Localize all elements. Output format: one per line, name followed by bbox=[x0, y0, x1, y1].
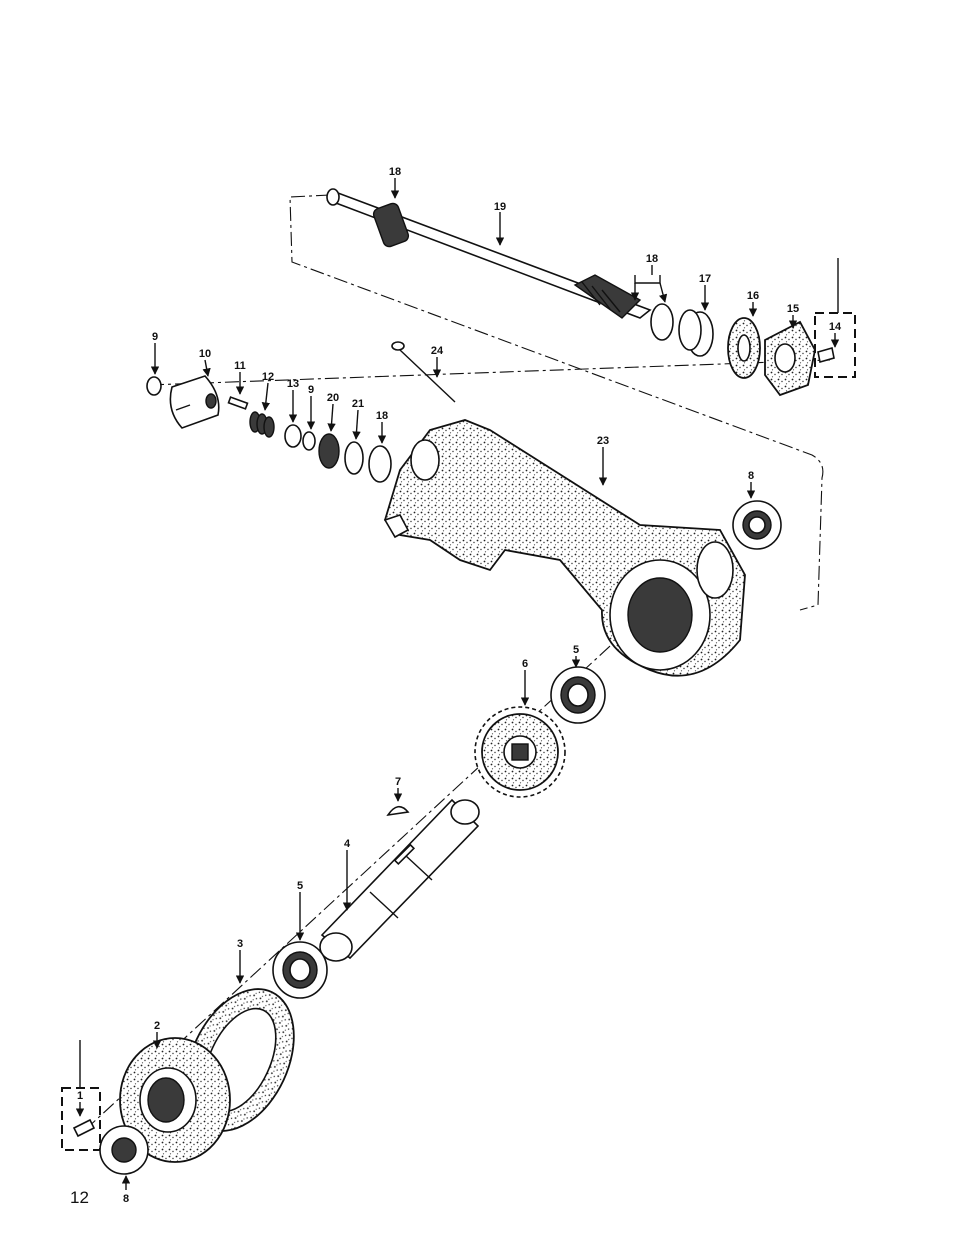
callout-8-bottom: 8 bbox=[123, 1193, 129, 1205]
worm-shaft bbox=[327, 189, 650, 318]
callout-10: 10 bbox=[199, 348, 211, 360]
gasket-16-hole bbox=[738, 335, 750, 361]
key-7 bbox=[388, 807, 408, 815]
snap-ring-9b bbox=[303, 432, 315, 450]
callout-2: 2 bbox=[154, 1020, 160, 1032]
callout-18-right: 18 bbox=[646, 253, 658, 265]
bearing-race-18b bbox=[369, 446, 391, 482]
bearing-8-right bbox=[733, 501, 781, 549]
callout-21: 21 bbox=[352, 398, 364, 410]
callout-18-left: 18 bbox=[376, 410, 388, 422]
shaft-4 bbox=[320, 800, 479, 961]
page-number: 12 bbox=[70, 1188, 89, 1207]
callout-24: 24 bbox=[431, 345, 444, 357]
seal-8-bottom bbox=[100, 1126, 148, 1174]
callout-3: 3 bbox=[237, 938, 243, 950]
callout-7: 7 bbox=[395, 776, 401, 788]
end-cap-15 bbox=[765, 322, 815, 395]
callout-4: 4 bbox=[344, 838, 351, 850]
callout-23: 23 bbox=[597, 435, 609, 447]
screw-14 bbox=[815, 258, 855, 377]
callout-17: 17 bbox=[699, 273, 711, 285]
dipstick-24 bbox=[392, 342, 455, 402]
callout-12: 12 bbox=[262, 371, 274, 383]
gear-6 bbox=[475, 707, 565, 797]
callout-19: 19 bbox=[494, 201, 506, 213]
snap-ring-9 bbox=[147, 377, 161, 395]
callout-15: 15 bbox=[787, 303, 799, 315]
callout-14: 14 bbox=[829, 321, 842, 333]
bearing-5-low bbox=[273, 942, 327, 998]
bearing-18-top bbox=[372, 202, 410, 248]
callout-13: 13 bbox=[287, 378, 299, 390]
callout-16: 16 bbox=[747, 290, 759, 302]
callout-9-right: 9 bbox=[308, 384, 314, 396]
spring-17-coil bbox=[679, 310, 701, 350]
snap-ring-21 bbox=[345, 442, 363, 474]
callout-leaders bbox=[80, 178, 835, 1190]
callout-18-top: 18 bbox=[389, 166, 401, 178]
callout-9-left: 9 bbox=[152, 331, 158, 343]
callout-5-low: 5 bbox=[297, 880, 303, 892]
callout-6: 6 bbox=[522, 658, 528, 670]
pin-11 bbox=[229, 397, 248, 409]
upper-axis-line bbox=[150, 360, 830, 385]
callout-20: 20 bbox=[327, 392, 339, 404]
bearing-20 bbox=[319, 434, 339, 468]
spring-12 bbox=[250, 412, 274, 437]
callout-5-mid: 5 bbox=[573, 644, 579, 656]
housing-23 bbox=[385, 420, 745, 676]
bearing-5-mid bbox=[551, 667, 605, 723]
callout-8-right: 8 bbox=[748, 470, 754, 482]
callout-1: 1 bbox=[77, 1090, 83, 1102]
bearing-race-18 bbox=[651, 304, 673, 340]
callout-11: 11 bbox=[234, 360, 246, 372]
washer-13 bbox=[285, 425, 301, 447]
